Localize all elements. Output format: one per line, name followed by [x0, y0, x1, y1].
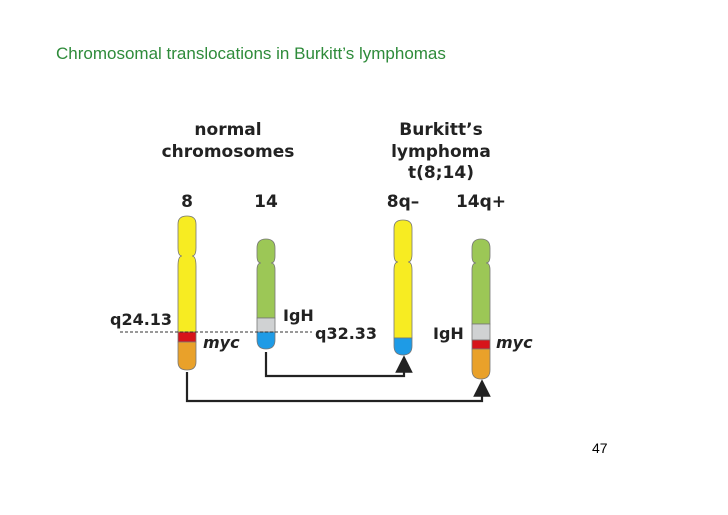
igh-label-translocated: IgH [433, 324, 464, 343]
chromosome-8q-minus [393, 219, 413, 356]
slide-title: Chromosomal translocations in Burkitt’s … [56, 44, 446, 63]
page-number: 47 [592, 440, 608, 456]
band-label-q32: q32.33 [315, 324, 377, 343]
burkitt-heading-line1: Burkitt’s [399, 120, 482, 140]
chromosome-14 [256, 238, 276, 350]
burkitt-heading-line2: lymphoma [391, 142, 491, 162]
chromosome-14q-plus [471, 238, 491, 380]
arrow-14-to-8q [264, 352, 413, 378]
igh-label-normal: IgH [283, 306, 314, 325]
chromosome-8 [177, 215, 197, 371]
chr8-label: 8 [181, 192, 193, 212]
normal-heading-line2: chromosomes [162, 142, 295, 162]
arrow-8-to-14q [185, 372, 491, 403]
chr14q-label: 14q+ [456, 192, 506, 212]
chr8q-label: 8q– [387, 192, 420, 212]
normal-heading-line1: normal [194, 120, 261, 140]
burkitt-heading-line3: t(8;14) [408, 163, 474, 183]
myc-label-normal: myc [203, 333, 240, 352]
chr14-label: 14 [254, 192, 278, 212]
myc-label-translocated: myc [496, 333, 533, 352]
band-label-q24: q24.13 [110, 310, 172, 329]
